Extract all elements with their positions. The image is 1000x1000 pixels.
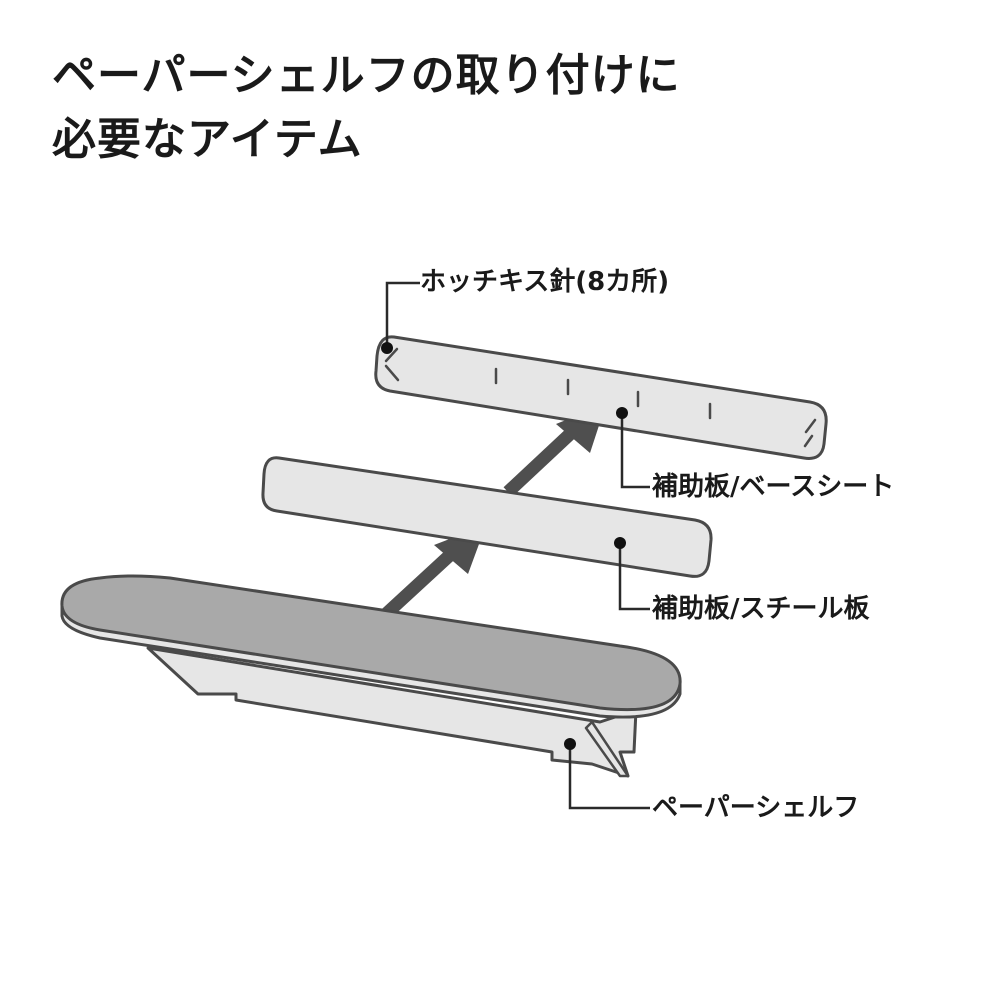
base-sheet-board (374, 335, 828, 460)
leader-paper-shelf (568, 744, 650, 810)
leader-base-sheet (620, 413, 650, 489)
steel-plate-board (261, 456, 713, 578)
dot-paper-shelf (564, 738, 576, 750)
label-steel-plate: 補助板/スチール板 (652, 594, 870, 624)
label-paper-shelf: ペーパーシェルフ (652, 793, 860, 823)
dot-base-sheet (616, 407, 628, 419)
leader-steel-plate (618, 543, 650, 611)
staple-marks (384, 347, 817, 448)
callout-dots (381, 342, 628, 750)
dot-steel-plate (614, 537, 626, 549)
label-base-sheet: 補助板/ベースシート (652, 472, 895, 502)
leader-staples (385, 281, 420, 348)
label-staples: ホッチキス針(8カ所) (420, 267, 670, 297)
dot-staples (381, 342, 393, 354)
page-title-line-2: 必要なアイテム (52, 114, 363, 165)
page-title: ペーパーシェルフの取り付けに 必要なアイテム (52, 44, 681, 172)
callout-leaders (385, 281, 650, 810)
page-title-line-1: ペーパーシェルフの取り付けに (52, 50, 681, 101)
paper-shelf (60, 574, 682, 778)
